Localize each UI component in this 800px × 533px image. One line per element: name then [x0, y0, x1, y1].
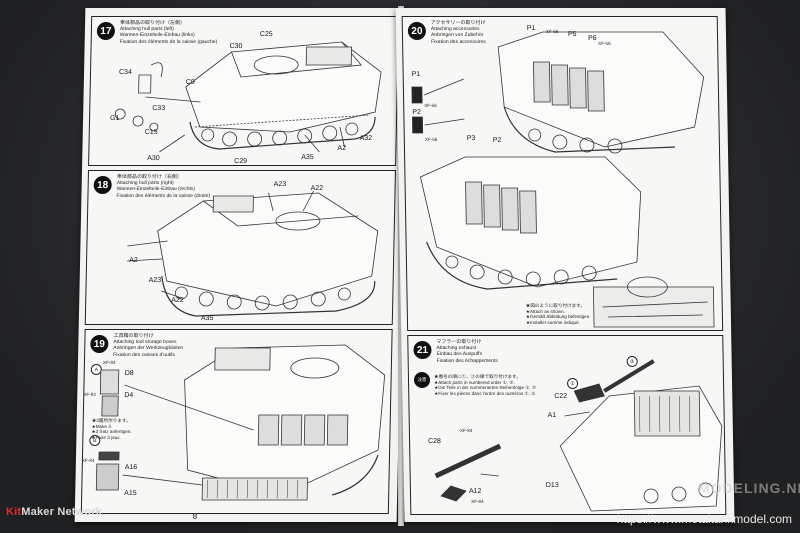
step-19-drawing: [95, 344, 386, 501]
part-label: A15: [124, 490, 137, 497]
part-label: P2: [492, 137, 502, 144]
part-label: P2: [412, 109, 421, 116]
faint-watermark: MODELING.NET: [698, 480, 800, 496]
part-label: P1: [526, 25, 536, 32]
part-label: A32: [359, 135, 373, 142]
step-21-drawing: [434, 359, 723, 512]
watermark-rest: Maker Network: [21, 506, 103, 518]
paint-code: XF-84: [83, 392, 96, 397]
part-label: A22: [310, 185, 324, 192]
step-19-panel: 19 工具箱の取り付け Attaching tool storage boxes…: [80, 329, 393, 514]
page-number: 8: [192, 512, 198, 521]
part-label: C29: [234, 158, 248, 165]
url-watermark: https://www.metaltankmodel.com: [616, 512, 792, 526]
part-label: D8: [124, 370, 134, 377]
watermark-kit: Kit: [6, 506, 22, 518]
step-18-panel: 18 車体部品の取り付け（右側） Attaching hull parts (r…: [84, 170, 396, 325]
step-20-note: ★図のように取り付けます。 ★Attach as shown. ★Gemäß A…: [526, 303, 591, 325]
step-20-panel: 20 アクセサリーの取り付け Attaching accessories Anb…: [401, 16, 724, 331]
part-label: A23: [148, 277, 162, 284]
note-line: ★図のように取り付けます。: [525, 303, 586, 308]
step-20-drawing: [411, 31, 715, 328]
part-label: A35: [301, 154, 314, 161]
part-label: C25: [259, 31, 273, 38]
part-label: C33: [152, 105, 166, 112]
part-label: A16: [124, 464, 138, 471]
part-label: A23: [273, 181, 287, 188]
part-label: P6: [587, 35, 597, 42]
left-page: 17 車体部品の取り付け（左側） Attaching hull parts (l…: [74, 8, 408, 522]
step-17-drawing: [114, 41, 382, 153]
part-label: A22: [171, 297, 184, 304]
part-label: P3: [466, 135, 476, 142]
paint-code: XF-56: [545, 29, 559, 34]
part-label: A30: [147, 155, 160, 162]
paint-code: XF-56: [424, 137, 438, 142]
part-label: C9: [185, 79, 195, 86]
part-label: D4: [124, 392, 134, 399]
paint-code: XF-84: [81, 458, 95, 463]
part-label: A2: [129, 257, 138, 264]
paint-code: XF-84: [471, 499, 484, 504]
paint-code: XF-84: [459, 428, 473, 433]
paint-code: XF-84: [102, 360, 116, 365]
paint-code: XF-56: [598, 41, 611, 46]
part-label: D13: [545, 482, 559, 489]
part-label: C15: [144, 129, 158, 136]
part-label: P1: [411, 71, 421, 78]
step-17-panel: 17 車体部品の取り付け（左側） Attaching hull parts (l…: [88, 16, 400, 166]
right-page: 20 アクセサリーの取り付け Attaching accessories Anb…: [395, 8, 735, 522]
part-label: C34: [118, 69, 132, 76]
part-label: P5: [567, 31, 577, 38]
part-label: A2: [337, 145, 347, 152]
part-label: A35: [200, 315, 214, 322]
part-label: C22: [554, 393, 568, 400]
note-line: ★Gemäß Abbildung befestigen.: [525, 314, 591, 320]
part-label: G1: [109, 115, 120, 122]
note-line: ★Installer comme indiqué.: [525, 319, 580, 325]
kitmaker-watermark: KitMaker Network: [6, 506, 102, 518]
step-21-panel: 21 マフラーの取り付け Attaching exhaust Einbau de…: [407, 335, 727, 515]
part-label: A1: [547, 412, 557, 419]
part-label: A12: [468, 488, 482, 495]
part-label: C30: [229, 43, 243, 50]
part-label: C28: [428, 438, 441, 445]
paint-code: XF-56: [424, 103, 437, 108]
step-18-drawing: [127, 190, 379, 317]
